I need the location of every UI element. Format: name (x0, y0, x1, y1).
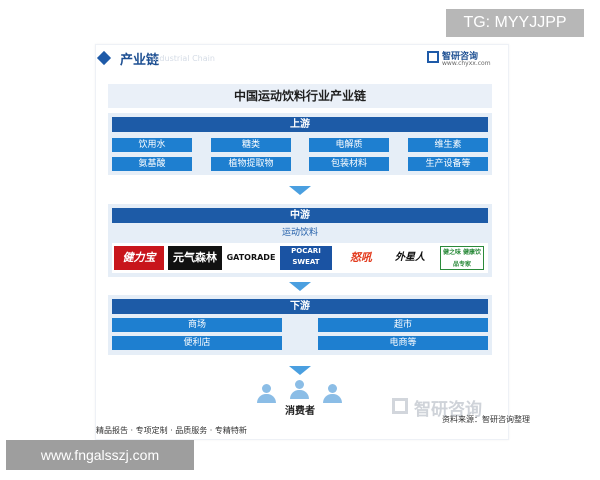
upstream-item: 植物提取物 (211, 157, 291, 171)
upstream-item: 包装材料 (309, 157, 389, 171)
brand-logo-pocari: POCARI SWEAT (280, 246, 332, 270)
brand-logo-nuhou: 怒吼 (340, 246, 382, 270)
watermark-text: 智研咨询 (414, 400, 482, 420)
midstream-sublabel: 运动饮料 (281, 228, 318, 238)
upstream-item: 维生素 (408, 138, 488, 152)
brand-logos-row: 健力宝 元气森林 GATORADE POCARI SWEAT 怒吼 外星人 健之… (112, 243, 488, 273)
diagram-title: 中国运动饮料行业产业链 (108, 84, 492, 108)
brand-logo-jianzhiwei: 健之味 健康饮品专家 (440, 246, 484, 270)
downstream-header: 下游 (112, 299, 488, 314)
downstream-item: 超市 (318, 318, 488, 332)
upstream-item: 电解质 (309, 138, 389, 152)
logo-url: www.chyxx.com (442, 60, 491, 67)
brand-logo-yuanqi: 元气森林 (168, 246, 222, 270)
bottom-url-banner: www.fngalsszj.com (6, 440, 194, 470)
upstream-item: 糖类 (211, 138, 291, 152)
upstream-item: 氨基酸 (112, 157, 192, 171)
watermark-logo-icon (392, 398, 408, 414)
brand-logo-jianlibao: 健力宝 (114, 246, 164, 270)
header-title: 产业链 (120, 53, 160, 68)
downstream-item: 便利店 (112, 336, 282, 350)
down-arrow-icon (289, 366, 311, 375)
downstream-item: 商场 (112, 318, 282, 332)
logo-icon (427, 51, 439, 63)
upstream-header: 上游 (112, 117, 488, 132)
down-arrow-icon (289, 282, 311, 291)
logo-name: 智研咨询 (442, 52, 479, 62)
overlay-tag: TG: MYYJJPP (446, 9, 584, 37)
header-subtitle: Industrial Chain (152, 54, 215, 63)
footer-tagline: 精品报告 · 专项定制 · 品质服务 · 专精特新 (96, 426, 247, 435)
downstream-item: 电商等 (318, 336, 488, 350)
downstream-section: 下游 商场 超市 便利店 电商等 (108, 295, 492, 355)
upstream-section: 上游 饮用水 糖类 电解质 维生素 氨基酸 植物提取物 包装材料 生产设备等 (108, 113, 492, 175)
consumer-label: 消费者 (285, 406, 315, 417)
brand-logo-gatorade: GATORADE (226, 246, 276, 270)
upstream-item: 饮用水 (112, 138, 192, 152)
source-note: 资料来源：智研咨询整理 (442, 415, 530, 424)
midstream-header: 中游 (112, 208, 488, 223)
upstream-item: 生产设备等 (408, 157, 488, 171)
brand-logo-alien: 外星人 (394, 246, 426, 270)
down-arrow-icon (289, 186, 311, 195)
